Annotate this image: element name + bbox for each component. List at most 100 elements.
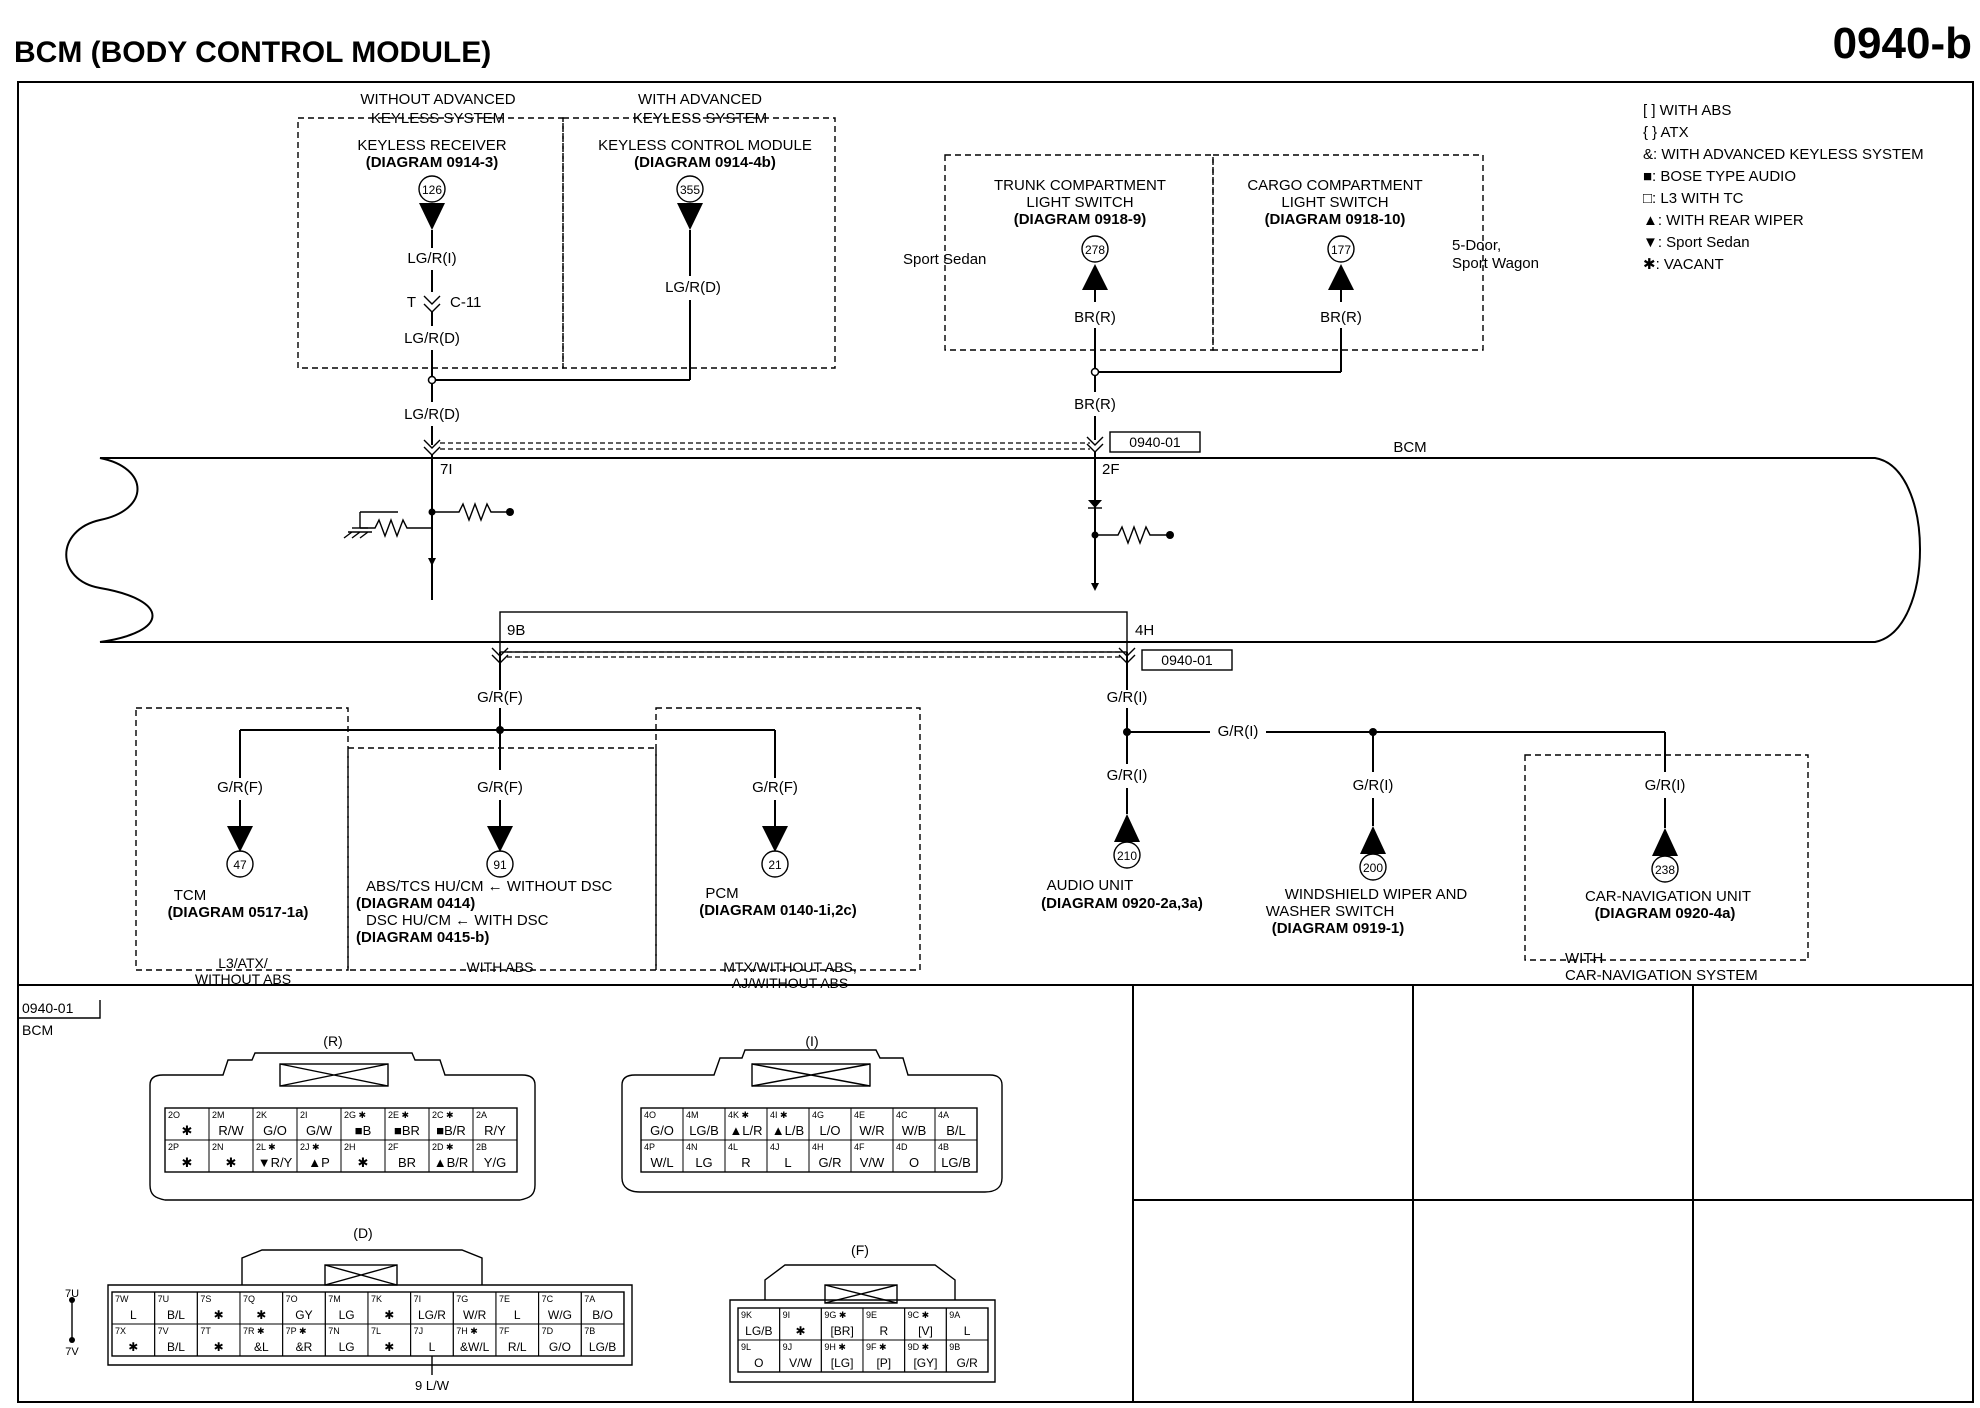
input-arrow — [1082, 264, 1108, 290]
wire-label: G/R(I) — [1107, 767, 1148, 784]
panel-name: BCM — [22, 1022, 53, 1038]
pin-number: 9F ✱ — [866, 1342, 887, 1352]
connector-label: (D) — [353, 1225, 372, 1241]
diagram-ref: (DIAGRAM 0920-2a,3a) — [1041, 895, 1203, 912]
component-name: TCM — [174, 887, 207, 904]
component-name: TRUNK COMPARTMENT — [994, 177, 1166, 194]
pin-wire-color: G/W — [306, 1123, 333, 1138]
component-number: 126 — [422, 183, 442, 197]
connector-label: (F) — [851, 1242, 869, 1258]
condition-label: MTX/WITHOUT ABS, — [723, 959, 857, 975]
pin-number: 2H — [344, 1142, 356, 1152]
pin-wire-color: LG — [695, 1155, 712, 1170]
pin-wire-color: L — [130, 1308, 137, 1322]
condition-label: L3/ATX/ — [218, 955, 268, 971]
connector-label: (I) — [805, 1033, 818, 1049]
pin-number: 4A — [938, 1110, 949, 1120]
wire-label: G/R(F) — [477, 779, 523, 796]
pin-wire-color: L — [964, 1324, 971, 1338]
pin-number: 4C — [896, 1110, 908, 1120]
pin-number: 7I — [414, 1294, 422, 1304]
side-pin-label: 7U — [65, 1288, 79, 1300]
gr-i-branch-group: 0940-01 G/R(I) G/R(I) G/R(I) 210 AUDIO U… — [1041, 647, 1809, 984]
component-name: LIGHT SWITCH — [1281, 194, 1388, 211]
page-title: BCM (BODY CONTROL MODULE) — [14, 36, 491, 69]
side-pin-label: 7V — [65, 1346, 79, 1358]
diagram-ref: (DIAGRAM 0415-b) — [356, 929, 489, 946]
condition-label: WITH ADVANCED — [638, 91, 762, 108]
pin-wire-color: LG/B — [941, 1155, 971, 1170]
pin-wire-color: &W/L — [460, 1340, 490, 1354]
pin-wire-color: GY — [295, 1308, 312, 1322]
condition-label: KEYLESS SYSTEM — [371, 110, 505, 127]
gr-f-branch-group: G/R(F) G/R(F) 47 TCM (DIAGRAM 0517-1a) G… — [135, 647, 1120, 991]
pin-wire-color: G/O — [549, 1340, 571, 1354]
pin-wire-color: G/R — [818, 1155, 841, 1170]
component-number: 47 — [233, 858, 247, 872]
keyless-group: WITHOUT ADVANCED KEYLESS SYSTEM WITH ADV… — [297, 91, 836, 600]
pin-label: 2F — [1102, 461, 1120, 478]
pin-wire-color: ✱ — [182, 1155, 193, 1170]
condition-label: CAR-NAVIGATION SYSTEM — [1565, 967, 1758, 984]
component-number: 355 — [680, 183, 700, 197]
pin-number: 7J — [414, 1326, 424, 1336]
pin-wire-color: ■B/R — [436, 1123, 466, 1138]
wire-label: BR(R) — [1320, 309, 1362, 326]
component-name: WASHER SWITCH — [1266, 903, 1395, 920]
pin-wire-color: LG — [339, 1308, 355, 1322]
pin-number: 7K — [371, 1294, 382, 1304]
pin-number: 2O — [168, 1110, 180, 1120]
pin-number: 7U — [158, 1294, 170, 1304]
pin-number: 2E ✱ — [388, 1110, 409, 1120]
pin-number: 7E — [499, 1294, 510, 1304]
pin-number: 2L ✱ — [256, 1142, 276, 1152]
pin-wire-color: B/L — [167, 1340, 185, 1354]
pin-wire-color: G/O — [650, 1123, 674, 1138]
pin-number: 9G ✱ — [824, 1310, 846, 1320]
condition-label: WITHOUT ABS — [195, 971, 291, 987]
legend-item: { } ATX — [1643, 124, 1689, 141]
component-number: 177 — [1331, 243, 1351, 257]
diagram-frame — [17, 81, 1974, 1403]
pin-number: 7L — [371, 1326, 381, 1336]
pin-number: 7X — [115, 1326, 126, 1336]
component-name: KEYLESS CONTROL MODULE — [598, 137, 812, 154]
component-name: AUDIO UNIT — [1047, 877, 1134, 894]
pin-number: 7M — [328, 1294, 341, 1304]
ref-box-label: 0940-01 — [1129, 434, 1181, 450]
pin-wire-color: L — [429, 1340, 436, 1354]
wire-label: LG/R(I) — [407, 250, 456, 267]
pin-wire-color: B/L — [167, 1308, 185, 1322]
pin-number: 4J — [770, 1142, 780, 1152]
pin-wire-color: [LG] — [831, 1356, 854, 1370]
pin-number: 2N — [212, 1142, 224, 1152]
diagram-ref: (DIAGRAM 0414) — [356, 895, 475, 912]
pin-wire-color: O — [909, 1155, 919, 1170]
pin-number: 2P — [168, 1142, 179, 1152]
pin-wire-color: W/L — [650, 1155, 673, 1170]
pin-wire-color: ✱ — [226, 1155, 237, 1170]
panel-ref: 0940-01 — [22, 1000, 74, 1016]
pin-number: 4L — [728, 1142, 738, 1152]
wire-label: G/R(I) — [1218, 723, 1259, 740]
component-name: DSC HU/CM ← WITH DSC — [366, 912, 549, 929]
condition-label: KEYLESS SYSTEM — [633, 110, 767, 127]
compartment-switch-group: TRUNK COMPARTMENT LIGHT SWITCH (DIAGRAM … — [903, 154, 1539, 498]
ref-box — [1109, 431, 1201, 453]
pin-wire-color: ✱ — [214, 1340, 224, 1354]
diagram-ref: (DIAGRAM 0918-9) — [1014, 211, 1147, 228]
pin-wire-color: R/L — [508, 1340, 527, 1354]
pin-wire-color: ▼R/Y — [258, 1155, 293, 1170]
diagram-ref: (DIAGRAM 0914-3) — [366, 154, 499, 171]
pin-wire-color: [BR] — [830, 1324, 853, 1338]
pin-number: 7H ✱ — [456, 1326, 478, 1336]
connector-label: (R) — [323, 1033, 342, 1049]
pin-wire-color: &L — [254, 1340, 269, 1354]
legend: [ ] WITH ABS { } ATX &: WITH ADVANCED KE… — [1643, 102, 1924, 273]
pin-number: 4B — [938, 1142, 949, 1152]
legend-item: ✱: VACANT — [1643, 256, 1724, 273]
condition-label: 5-Door, — [1452, 237, 1501, 254]
pin-number: 7P ✱ — [286, 1326, 307, 1336]
